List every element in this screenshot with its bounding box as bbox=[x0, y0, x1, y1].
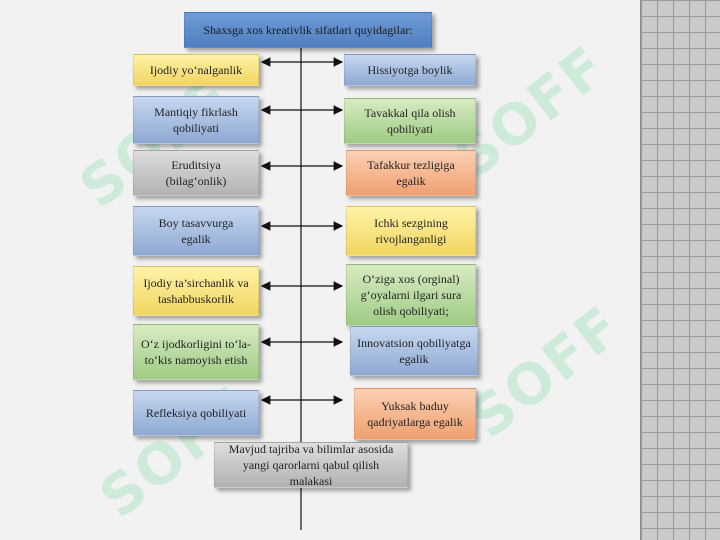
left-box-1: Ijodiy yo‘nalganlik bbox=[133, 54, 259, 86]
left-box-5-text: Ijodiy ta’sirchanlik va tashabbuskorlik bbox=[143, 276, 249, 306]
right-box-7-text: Yuksak baduy qadriyatlarga egalik bbox=[367, 399, 463, 429]
right-box-6-text: Innovatsion qobiliyatga egalik bbox=[357, 336, 471, 366]
left-box-4: Boy tasavvurga egalik bbox=[133, 206, 259, 256]
right-box-1: Hissiyotga boylik bbox=[344, 54, 476, 86]
left-box-2-text: Mantiqiy fikrlash qobiliyati bbox=[154, 105, 238, 135]
left-box-6-text: O‘z ijodkorligini to‘la- to‘kis namoyish… bbox=[141, 337, 251, 367]
left-box-1-text: Ijodiy yo‘nalganlik bbox=[149, 63, 243, 77]
left-box-3: Eruditsiya (bilag‘onlik) bbox=[133, 150, 259, 196]
left-box-2: Mantiqiy fikrlash qobiliyati bbox=[133, 96, 259, 144]
slide: SOFF SOFF SOFF SOFF Shaxsga xos kreativl… bbox=[68, 12, 635, 532]
left-box-6: O‘z ijodkorligini to‘la- to‘kis namoyish… bbox=[133, 324, 259, 380]
title-text: Shaxsga xos kreativlik sifatlari quyidag… bbox=[203, 23, 413, 37]
right-box-4: Ichki sezgining rivojlanganligi bbox=[346, 206, 476, 256]
right-box-2-text: Tavakkal qila olish qobiliyati bbox=[364, 106, 456, 136]
grid-panel bbox=[640, 0, 720, 540]
bottom-box-text: Mavjud tajriba va bilimlar asosida yangi… bbox=[228, 442, 394, 488]
left-box-3-text: Eruditsiya (bilag‘onlik) bbox=[165, 158, 227, 188]
bottom-box: Mavjud tajriba va bilimlar asosida yangi… bbox=[214, 442, 408, 488]
right-box-5: O‘ziga xos (orginal) g‘oyalarni ilgari s… bbox=[346, 264, 476, 326]
right-box-7: Yuksak baduy qadriyatlarga egalik bbox=[354, 388, 476, 440]
title-box: Shaxsga xos kreativlik sifatlari quyidag… bbox=[184, 12, 432, 48]
right-box-3-text: Tafakkur tezligiga egalik bbox=[367, 158, 455, 188]
left-box-7-text: Refleksiya qobiliyati bbox=[145, 406, 247, 420]
right-box-5-text: O‘ziga xos (orginal) g‘oyalarni ilgari s… bbox=[360, 272, 462, 318]
left-box-4-text: Boy tasavvurga egalik bbox=[158, 216, 234, 246]
right-box-1-text: Hissiyotga boylik bbox=[367, 63, 453, 77]
right-box-6: Innovatsion qobiliyatga egalik bbox=[350, 326, 478, 376]
left-box-5: Ijodiy ta’sirchanlik va tashabbuskorlik bbox=[133, 266, 259, 316]
left-box-7: Refleksiya qobiliyati bbox=[133, 390, 259, 436]
right-box-3: Tafakkur tezligiga egalik bbox=[346, 150, 476, 196]
right-box-4-text: Ichki sezgining rivojlanganligi bbox=[374, 216, 448, 246]
right-box-2: Tavakkal qila olish qobiliyati bbox=[344, 98, 476, 144]
